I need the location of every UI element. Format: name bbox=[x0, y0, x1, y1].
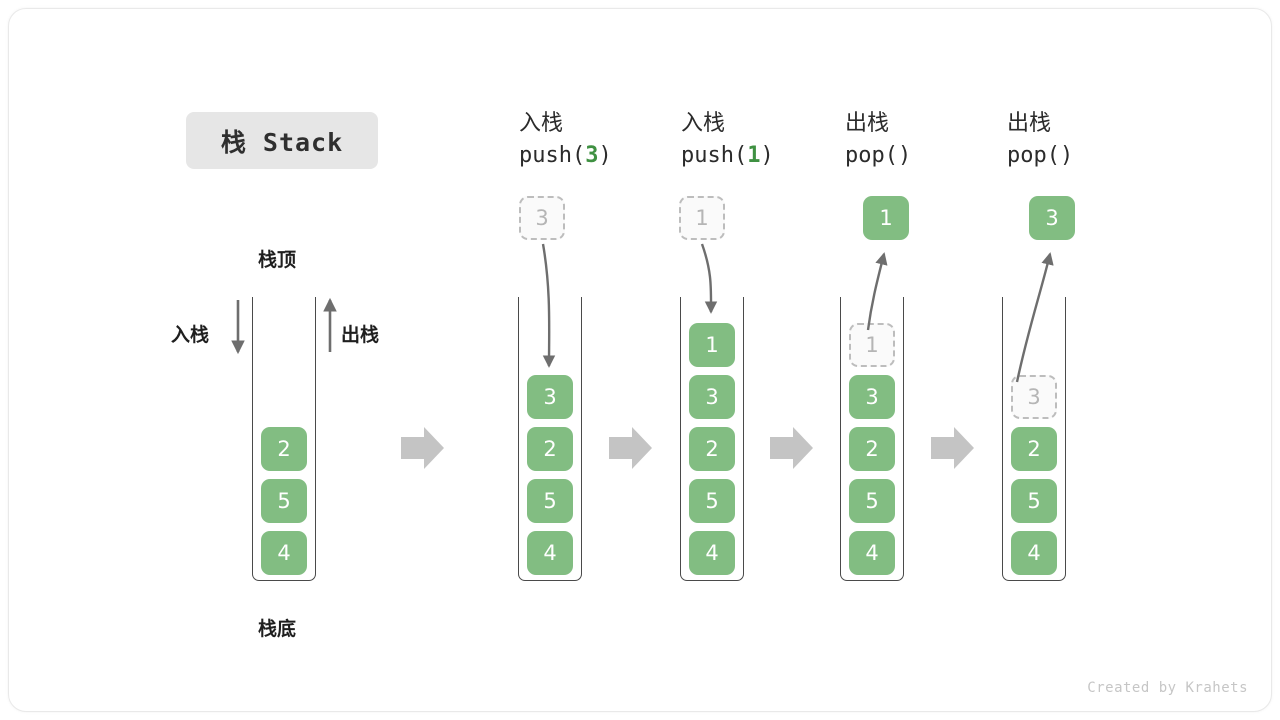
stack-cell: 5 bbox=[527, 479, 573, 523]
op-cn-pop-3: 出栈 bbox=[1007, 111, 1052, 136]
stack-cell: 4 bbox=[1011, 531, 1057, 575]
stack-cell: 4 bbox=[261, 531, 307, 575]
op-cn-push-1: 入栈 bbox=[681, 111, 726, 136]
stack-cell: 4 bbox=[527, 531, 573, 575]
stack-bottom-label: 栈底 bbox=[258, 618, 297, 640]
popped-box-1: 1 bbox=[863, 196, 909, 240]
incoming-box-1: 1 bbox=[679, 196, 725, 240]
stack-cell: 4 bbox=[689, 531, 735, 575]
page-title: 栈 Stack bbox=[186, 112, 378, 169]
stack-cell: 5 bbox=[689, 479, 735, 523]
stack-cell: 2 bbox=[261, 427, 307, 471]
op-code-pop-1: pop() bbox=[845, 142, 912, 168]
stack-cell: 5 bbox=[261, 479, 307, 523]
stack-cell-ghost: 1 bbox=[849, 323, 895, 367]
stack-cell: 3 bbox=[849, 375, 895, 419]
push-direction-label: 入栈 bbox=[171, 324, 210, 346]
stack-container-pop-3: 4 5 2 3 bbox=[1002, 297, 1066, 581]
op-arg-push-3: 3 bbox=[585, 142, 599, 168]
stack-walls bbox=[840, 297, 904, 581]
stack-container-push-3: 4 5 2 3 bbox=[518, 297, 582, 581]
stack-container-pop-1: 4 5 2 3 1 bbox=[840, 297, 904, 581]
stack-cell: 2 bbox=[1011, 427, 1057, 471]
stack-cell: 2 bbox=[849, 427, 895, 471]
stack-cells-initial: 4 5 2 bbox=[252, 427, 316, 575]
footer-credit: Created by Krahets bbox=[1087, 680, 1248, 696]
stack-cell: 2 bbox=[527, 427, 573, 471]
stack-container-initial: 4 5 2 bbox=[252, 297, 316, 581]
op-cn-push-3: 入栈 bbox=[519, 111, 564, 136]
stack-container-push-1: 4 5 2 3 1 bbox=[680, 297, 744, 581]
stack-cells-pop-3: 4 5 2 3 bbox=[1002, 375, 1066, 575]
popped-box-3: 3 bbox=[1029, 196, 1075, 240]
stack-walls bbox=[518, 297, 582, 581]
op-label-push-3: 入栈 push(3) bbox=[519, 108, 612, 172]
stack-cell: 5 bbox=[1011, 479, 1057, 523]
stack-cells-pop-1: 4 5 2 3 1 bbox=[840, 323, 904, 575]
stack-walls bbox=[1002, 297, 1066, 581]
stack-cell: 1 bbox=[689, 323, 735, 367]
op-arg-push-1: 1 bbox=[747, 142, 761, 168]
stack-cell: 3 bbox=[527, 375, 573, 419]
op-label-pop-3: 出栈 pop() bbox=[1007, 108, 1073, 172]
stack-cell: 3 bbox=[689, 375, 735, 419]
stack-cells-push-3: 4 5 2 3 bbox=[518, 375, 582, 575]
stack-cell: 5 bbox=[849, 479, 895, 523]
op-label-pop-1: 出栈 pop() bbox=[845, 108, 911, 172]
op-code-pop-3: pop() bbox=[1007, 142, 1074, 168]
stack-cell: 4 bbox=[849, 531, 895, 575]
op-code-push-1: push(1) bbox=[681, 142, 774, 168]
stack-cells-push-1: 4 5 2 3 1 bbox=[680, 323, 744, 575]
stack-cell: 2 bbox=[689, 427, 735, 471]
stack-walls bbox=[680, 297, 744, 581]
incoming-box-3: 3 bbox=[519, 196, 565, 240]
stack-top-label: 栈顶 bbox=[258, 249, 297, 271]
stack-walls bbox=[252, 297, 316, 581]
op-code-push-3: push(3) bbox=[519, 142, 612, 168]
op-cn-pop-1: 出栈 bbox=[845, 111, 890, 136]
op-label-push-1: 入栈 push(1) bbox=[681, 108, 774, 172]
pop-direction-label: 出栈 bbox=[341, 324, 380, 346]
stack-cell-ghost: 3 bbox=[1011, 375, 1057, 419]
